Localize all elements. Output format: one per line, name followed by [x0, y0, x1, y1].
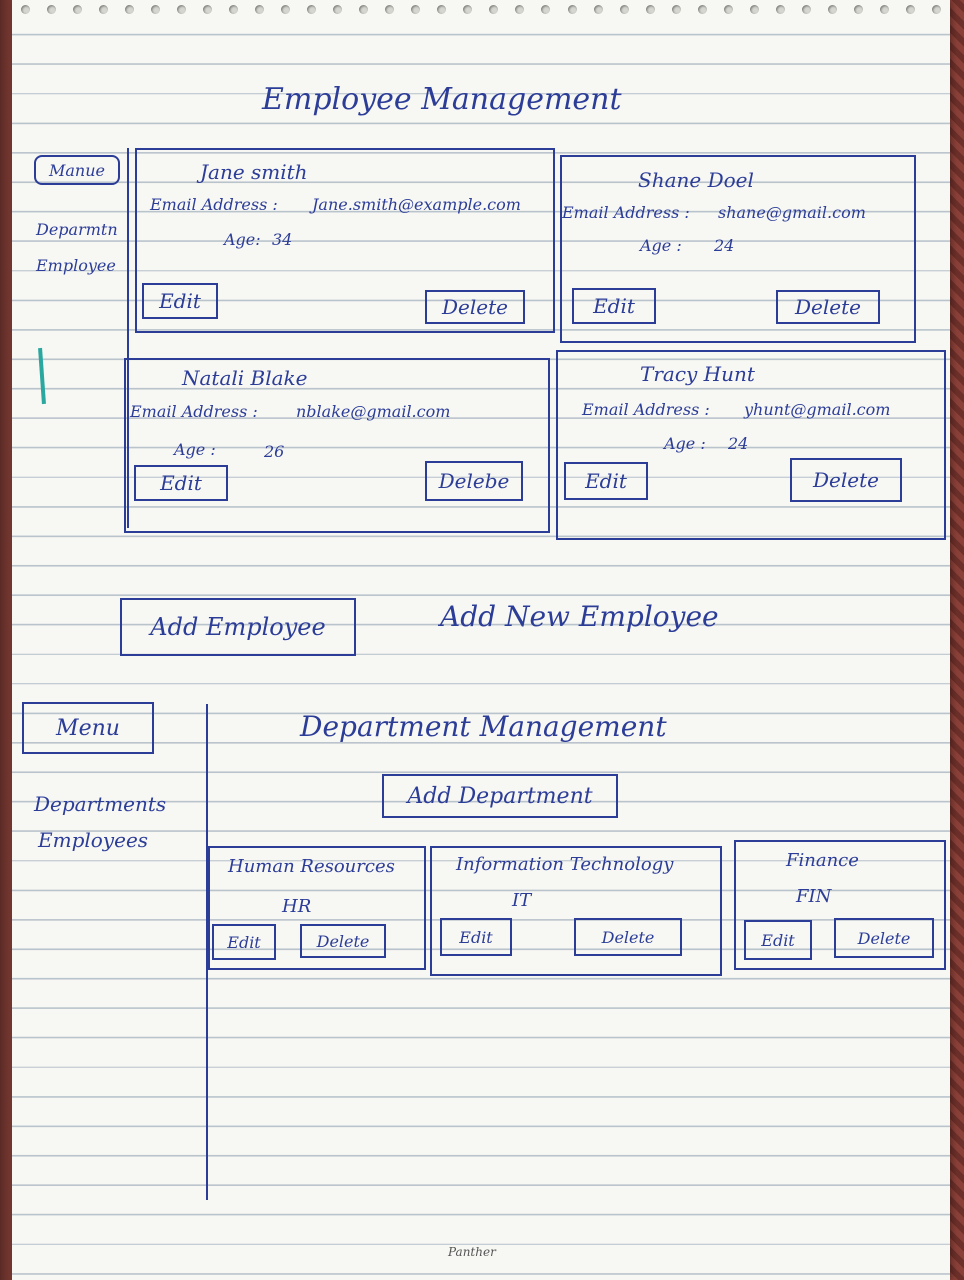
department-card: [208, 846, 426, 970]
add-new-employee-label: Add New Employee: [440, 600, 719, 633]
employee-page-title: Employee Management: [262, 82, 622, 117]
delete-button[interactable]: Delebe: [425, 461, 523, 501]
age-label: Age:: [224, 230, 261, 249]
department-card: [734, 840, 946, 970]
sidebar-item-departments[interactable]: Departments: [34, 792, 167, 816]
delete-button[interactable]: Delete: [574, 918, 682, 956]
background-left: [0, 0, 12, 1280]
delete-button[interactable]: Delete: [834, 918, 934, 958]
employee-age: 24: [728, 434, 749, 453]
employee-name: Tracy Hunt: [640, 362, 755, 386]
employee-email: Jane.smith@example.com: [312, 195, 521, 214]
department-name: Finance: [786, 850, 859, 871]
delete-button[interactable]: Delete: [790, 458, 902, 502]
department-code: FIN: [796, 886, 832, 907]
edit-button[interactable]: Edit: [134, 465, 228, 501]
department-code: HR: [282, 896, 312, 917]
add-department-button[interactable]: Add Department: [382, 774, 618, 818]
sidebar-divider: [206, 704, 208, 1200]
email-label: Email Address :: [582, 400, 710, 419]
employee-name: Natali Blake: [182, 366, 308, 390]
employee-age: 24: [714, 236, 735, 255]
employee-email: yhunt@gmail.com: [744, 400, 891, 419]
employee-card: [135, 148, 555, 333]
sidebar-item-departments[interactable]: Deparmtn: [36, 220, 118, 239]
add-employee-button[interactable]: Add Employee: [120, 598, 356, 656]
employee-card: [560, 155, 916, 343]
background-right: [950, 0, 964, 1280]
edit-button[interactable]: Edit: [572, 288, 656, 324]
email-label: Email Address :: [130, 402, 258, 421]
email-label: Email Address :: [562, 203, 690, 222]
delete-button[interactable]: Delete: [300, 924, 386, 958]
age-label: Age :: [174, 440, 216, 459]
department-card: [430, 846, 722, 976]
employee-age: 26: [264, 442, 285, 461]
age-label: Age :: [664, 434, 706, 453]
sidebar-item-employees[interactable]: Employee: [36, 256, 116, 275]
sidebar-divider: [127, 148, 129, 528]
department-page-title: Department Management: [300, 710, 667, 743]
employee-card: [124, 358, 550, 533]
employee-age: 34: [272, 230, 293, 249]
notebook-brand-logo: Panther: [448, 1245, 496, 1259]
department-name: Information Technology: [456, 854, 674, 875]
edit-button[interactable]: Edit: [142, 283, 218, 319]
menu-button[interactable]: Menu: [22, 702, 154, 754]
edit-button[interactable]: Edit: [744, 920, 812, 960]
menu-button[interactable]: Manue: [34, 155, 120, 185]
employee-email: shane@gmail.com: [718, 203, 866, 222]
spiral-binding: [12, 0, 950, 18]
delete-button[interactable]: Delete: [425, 290, 525, 324]
email-label: Email Address :: [150, 195, 278, 214]
employee-card: [556, 350, 946, 540]
employee-name: Jane smith: [200, 160, 308, 184]
employee-email: nblake@gmail.com: [296, 402, 451, 421]
edit-button[interactable]: Edit: [212, 924, 276, 960]
department-name: Human Resources: [228, 856, 395, 877]
age-label: Age :: [640, 236, 682, 255]
notebook-page: [12, 0, 950, 1280]
department-code: IT: [512, 890, 532, 911]
employee-name: Shane Doel: [638, 168, 754, 192]
edit-button[interactable]: Edit: [440, 918, 512, 956]
delete-button[interactable]: Delete: [776, 290, 880, 324]
sidebar-item-employees[interactable]: Employees: [38, 828, 149, 852]
edit-button[interactable]: Edit: [564, 462, 648, 500]
